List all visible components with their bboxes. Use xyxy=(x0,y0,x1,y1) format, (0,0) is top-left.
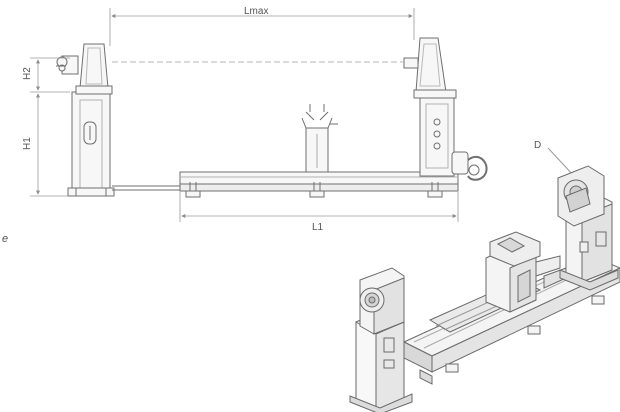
iso-middle-support xyxy=(485,231,567,313)
side-note-text: e xyxy=(2,233,8,245)
middle-support xyxy=(301,104,338,173)
iso-right-tailstock xyxy=(557,165,619,291)
h2-label: H2 xyxy=(22,67,33,80)
dimensions xyxy=(30,8,459,222)
iso-left-headstock xyxy=(349,267,413,412)
h1-label: H1 xyxy=(22,137,33,150)
l1-label: L1 xyxy=(312,222,324,233)
lmax-label: Lmax xyxy=(244,6,268,17)
right-tailstock xyxy=(403,37,488,181)
d-label: D xyxy=(534,140,541,151)
left-head xyxy=(56,43,113,95)
left-headstock xyxy=(67,91,115,197)
side-view xyxy=(56,37,488,198)
isometric-view xyxy=(349,147,620,412)
rail-bed xyxy=(112,171,459,198)
